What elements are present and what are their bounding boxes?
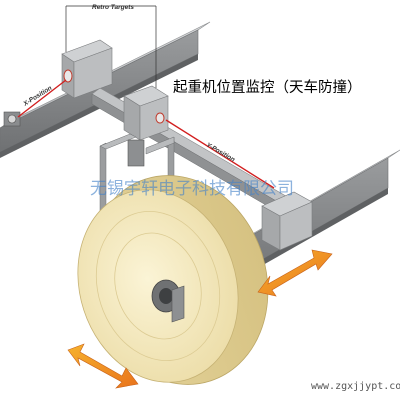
coil-wheel — [77, 175, 269, 385]
page-title: 起重机位置监控（天车防撞） — [173, 80, 362, 96]
retro-targets-bracket — [65, 5, 157, 88]
motion-arrow-left — [67, 343, 139, 389]
trolley-sensor-box — [123, 85, 169, 141]
x-sensor-head — [3, 111, 21, 127]
retro-target-box — [61, 39, 113, 99]
site-url: www.zgxjjypt.com — [311, 381, 400, 392]
lower-carriage-box — [261, 191, 313, 251]
laser-beams — [17, 79, 275, 189]
motion-arrow-right — [257, 249, 333, 297]
hanger-front — [171, 285, 185, 323]
label-retro-targets: Retro Targets — [92, 4, 134, 11]
company-watermark: 无锡宇轩电子科技有限公司 — [90, 179, 294, 199]
